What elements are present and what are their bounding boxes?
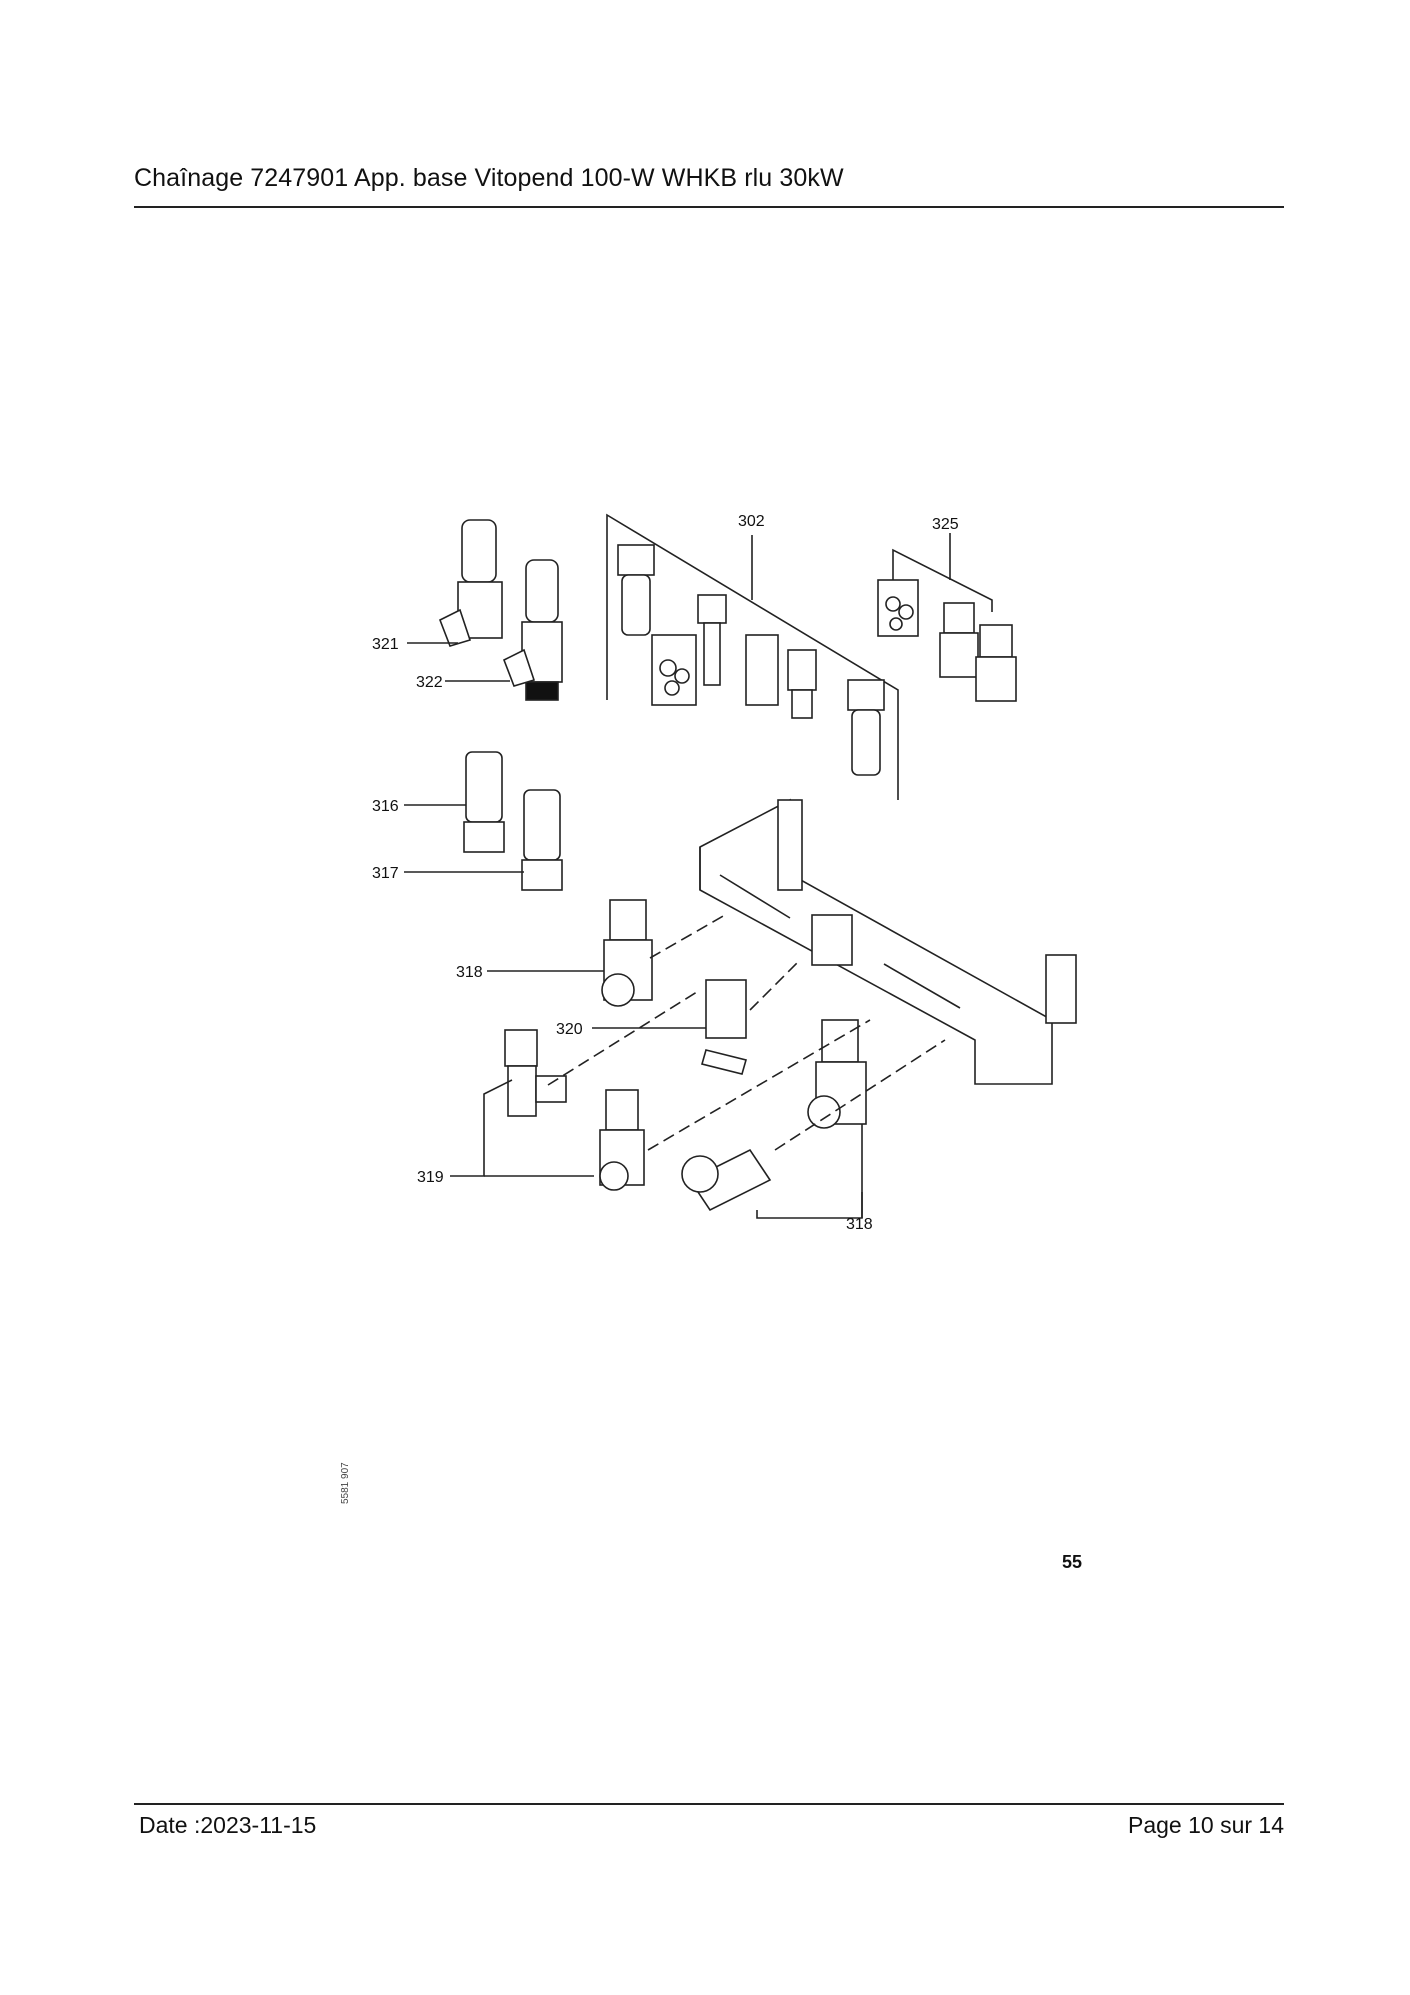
footer-page-number: Page 10 sur 14 (1127, 1812, 1284, 1838)
header-rule (134, 206, 1284, 208)
callout-302: 302 (738, 513, 765, 530)
callout-316: 316 (372, 798, 399, 815)
figure-number: 55 (1062, 1552, 1083, 1572)
callout-318-right: 318 (846, 1216, 873, 1233)
callout-317: 317 (372, 865, 399, 882)
callout-321: 321 (372, 636, 399, 653)
page-title: Chaînage 7247901 App. base Vitopend 100-… (134, 164, 844, 192)
callout-318-left: 318 (456, 964, 483, 981)
footer-date: Date :2023-11-15 (139, 1812, 317, 1838)
callout-320: 320 (556, 1021, 583, 1038)
callout-322: 322 (416, 674, 443, 691)
footer-rule (134, 1803, 1284, 1805)
drawing-id: 5581 907 (340, 1462, 351, 1504)
callout-325: 325 (932, 516, 959, 533)
callout-319: 319 (417, 1169, 444, 1186)
